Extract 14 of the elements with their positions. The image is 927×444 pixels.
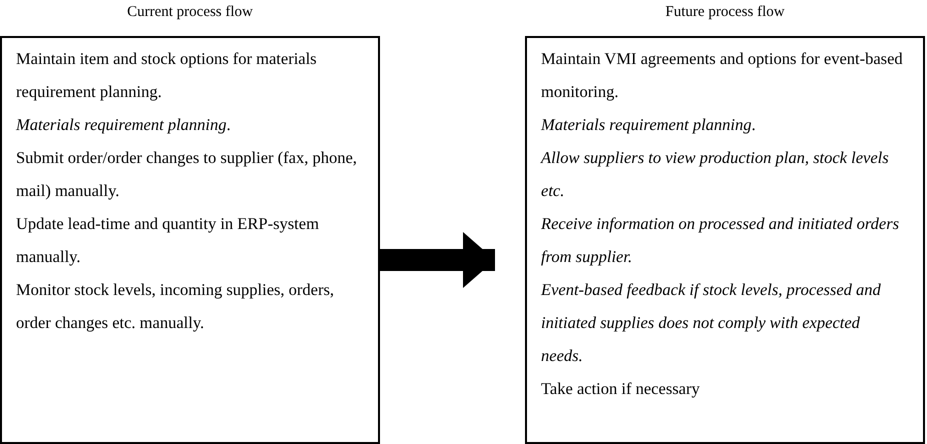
process-step-text: Materials requirement planning. xyxy=(541,114,757,136)
process-step-text: Take action if necessary xyxy=(541,378,701,400)
process-step-text: Maintain VMI agreements and options for event-based monitoring. xyxy=(541,48,903,103)
column-heading: Future process flow xyxy=(664,3,786,22)
process-step-text: Materials requirement planning. xyxy=(16,114,232,136)
process-step-text: Event-based feedback if stock levels, processed and initiated supplies does not comply with expected needs. xyxy=(541,279,882,367)
process-step-text: Submit order/order changes to supplier (fax, phone, mail) manually. xyxy=(16,147,358,202)
process-step-text: Monitor stock levels, incoming supplies, orders, order changes etc. manually. xyxy=(16,279,336,334)
process-step-text: Update lead-time and quantity in ERP-system manually. xyxy=(16,213,320,268)
process-step-text: Receive information on processed and initiated orders from supplier. xyxy=(541,213,900,268)
column-heading: Current process flow xyxy=(126,3,254,22)
block-arrow xyxy=(380,232,495,288)
process-step-text: Allow suppliers to view production plan, stock levels etc. xyxy=(541,147,890,202)
process-step-text: Maintain item and stock options for materials requirement planning. xyxy=(16,48,318,103)
